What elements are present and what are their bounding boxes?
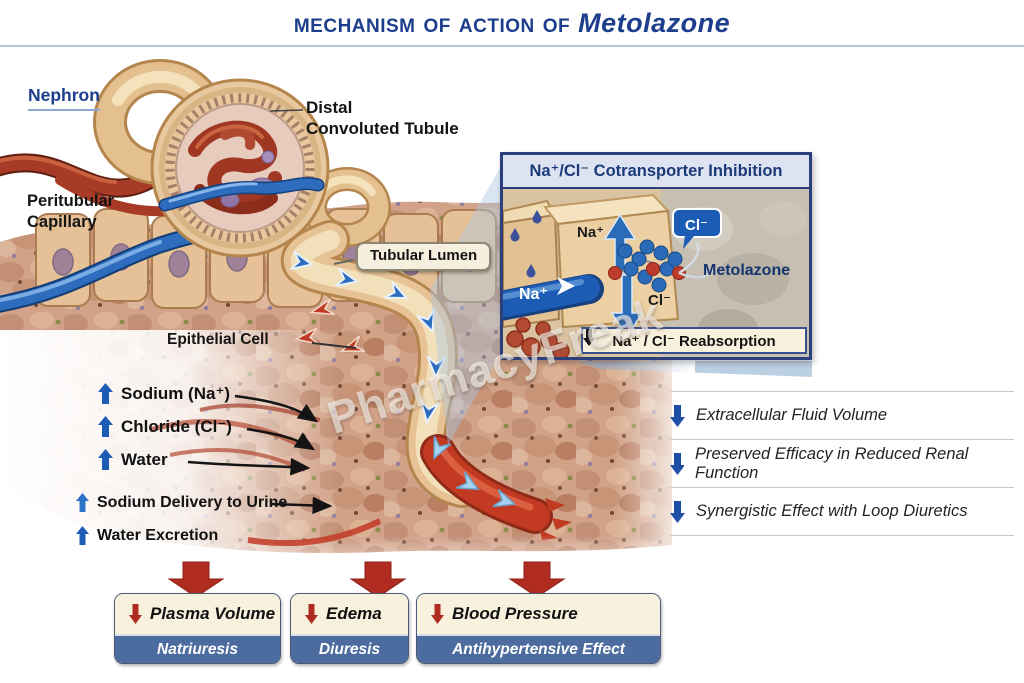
effect-water: Water bbox=[98, 449, 168, 470]
result-bar: Natriuresis bbox=[115, 634, 280, 663]
badge-ion-label: Cl⁻ bbox=[685, 217, 708, 234]
up-arrow-icon bbox=[98, 449, 113, 470]
down-arrow-icon bbox=[129, 604, 142, 624]
tube-flow-arrow-icon bbox=[557, 277, 575, 295]
title-prefix: Mechanism of Action of bbox=[293, 8, 571, 38]
nephron-label: Nephron bbox=[28, 85, 100, 111]
peritubular-capillary-label: Peritubular Capillary bbox=[27, 192, 115, 231]
title-divider bbox=[0, 45, 1024, 47]
tubular-lumen-label: Tubular Lumen bbox=[356, 242, 492, 271]
inset-title: Na⁺/Cl⁻ Cotransporter Inhibition bbox=[503, 155, 809, 189]
cell-ion-top-label: Na⁺ bbox=[577, 224, 604, 241]
inset-footer: Na⁺ / Cl⁻ Reabsorption bbox=[581, 327, 807, 354]
outcome-arrows bbox=[167, 561, 566, 598]
up-arrow-icon bbox=[98, 383, 113, 404]
outcome-box-blood-pressure: Blood Pressure Antihypertensive Effect bbox=[416, 593, 661, 664]
result-bar: Diuresis bbox=[291, 634, 408, 663]
label-pointers bbox=[187, 109, 382, 547]
down-arrow-icon bbox=[670, 404, 685, 427]
effect-water-excretion: Water Excretion bbox=[76, 526, 218, 545]
effect-chloride: Chloride (Cl⁻) bbox=[98, 416, 232, 437]
effect-sodium: Sodium (Na⁺) bbox=[98, 383, 230, 404]
up-arrow-icon bbox=[76, 493, 89, 512]
systemic-effects-panel: Extracellular Fluid Volume Preserved Eff… bbox=[670, 391, 1014, 536]
outcome-box-plasma-volume: Plasma Volume Natriuresis bbox=[114, 593, 281, 664]
up-arrow-icon bbox=[76, 526, 89, 545]
glomerulus bbox=[150, 78, 330, 258]
down-arrow-icon bbox=[431, 604, 444, 624]
systemic-effect-synergy: Synergistic Effect with Loop Diuretics bbox=[670, 487, 1014, 535]
down-arrow-icon bbox=[670, 452, 685, 475]
up-arrow-icon bbox=[98, 416, 113, 437]
metolazone-molecule bbox=[608, 239, 717, 293]
down-arrow-icon bbox=[583, 329, 595, 346]
page-title: Mechanism of Action of Metolazone bbox=[0, 8, 1024, 39]
cotransporter-inset-panel: Na⁺/Cl⁻ Cotransporter Inhibition bbox=[500, 152, 812, 360]
magnifier-cone bbox=[430, 168, 500, 445]
epithelial-cell-label: Epithelial Cell bbox=[167, 331, 269, 348]
outcome-box-edema: Edema Diuresis bbox=[290, 593, 409, 664]
distal-tubule-label: Distal Convoluted Tubule bbox=[306, 98, 459, 139]
title-drug-name: Metolazone bbox=[578, 8, 731, 38]
tube-ion-label: Na⁺ bbox=[519, 286, 548, 303]
down-arrow-icon bbox=[670, 500, 685, 523]
inset-illustration: Na⁺ Na⁺ Cl⁻ bbox=[503, 189, 809, 357]
drug-label: Metolazone bbox=[703, 262, 790, 279]
down-arrow-icon bbox=[305, 604, 318, 624]
systemic-effect-renal: Preserved Efficacy in Reduced Renal Func… bbox=[670, 439, 1014, 487]
cell-ion-bottom-label: Cl⁻ bbox=[648, 292, 671, 309]
chloride-badge: Cl⁻ bbox=[672, 208, 722, 249]
effect-sodium-delivery: Sodium Delivery to Urine bbox=[76, 493, 287, 512]
result-bar: Antihypertensive Effect bbox=[417, 634, 660, 663]
systemic-effect-ecf: Extracellular Fluid Volume bbox=[670, 391, 1014, 439]
